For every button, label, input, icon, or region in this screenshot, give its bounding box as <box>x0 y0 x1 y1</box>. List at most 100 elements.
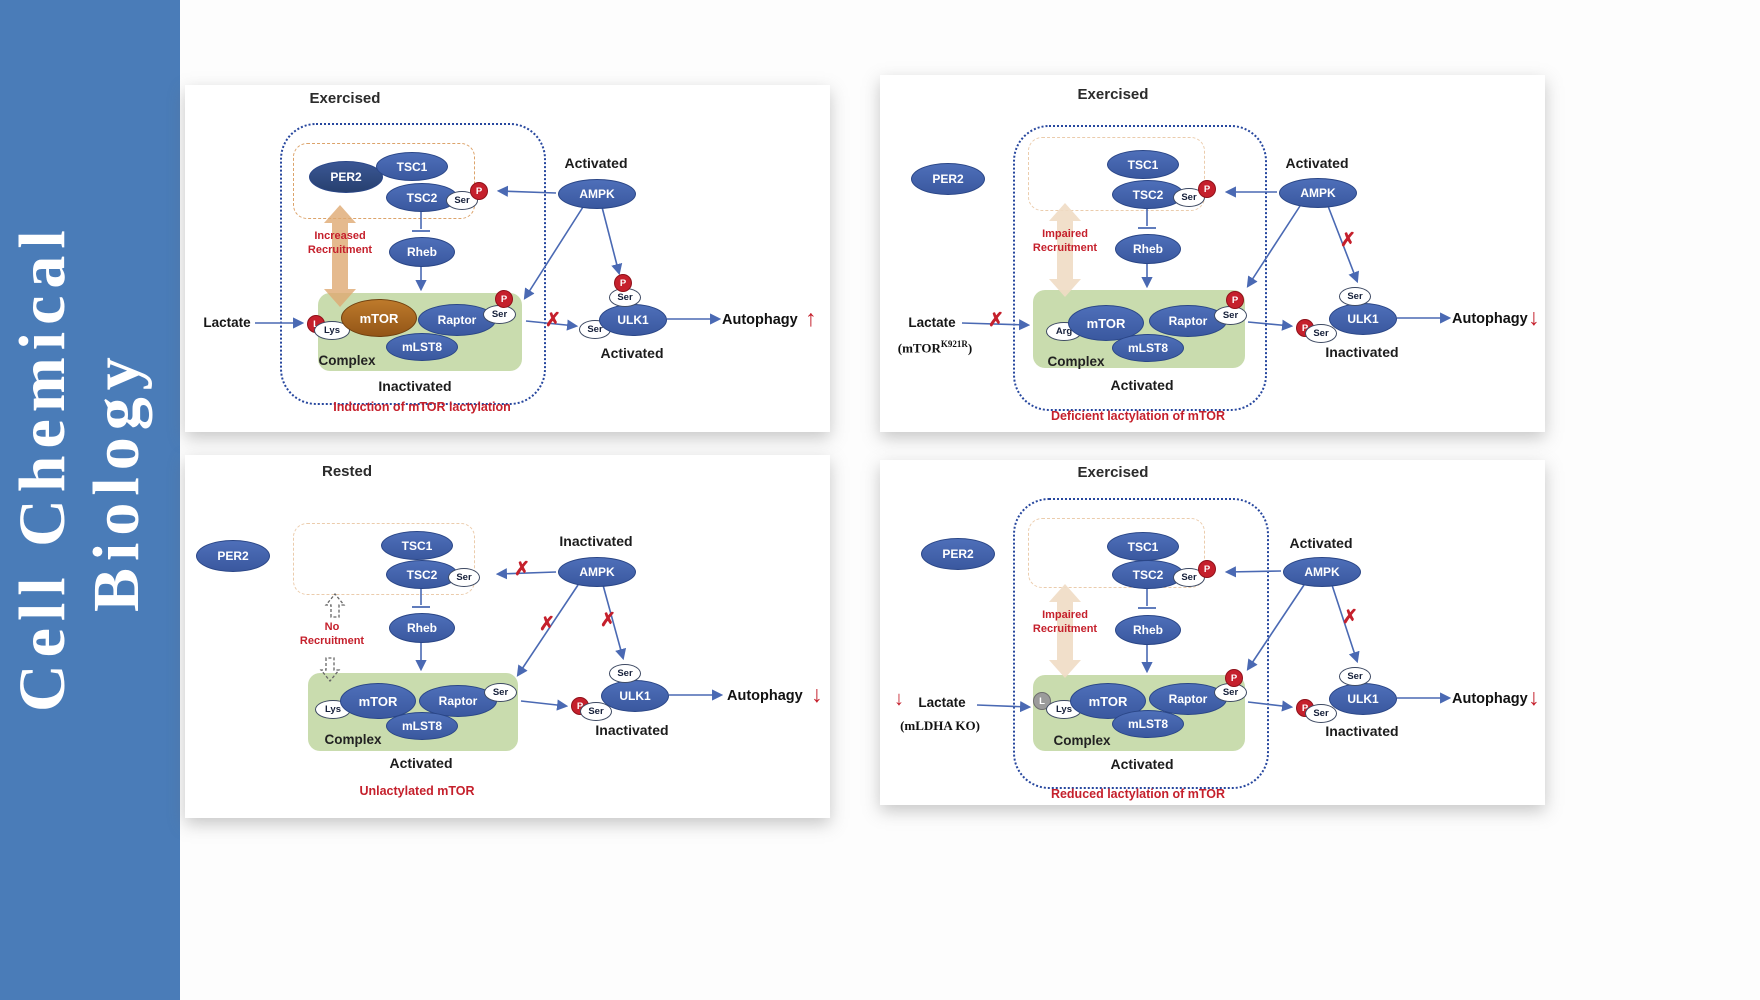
complex-state-label: Activated <box>1110 377 1174 393</box>
journal-title-line2: Biology <box>80 350 153 612</box>
blocked-cross-icon: ✗ <box>600 610 616 631</box>
ampk-node: AMPK <box>1283 557 1361 587</box>
ulk1-node: ULK1 <box>1329 683 1397 715</box>
ampk-state-label: Activated <box>1289 535 1353 551</box>
complex-state-label: Activated <box>389 755 453 771</box>
raptor-phospho-badge: P <box>1225 669 1243 687</box>
mtor-node: mTOR <box>340 683 416 719</box>
per2-node: PER2 <box>196 540 270 572</box>
recruitment-line1: Impaired <box>1042 228 1088 240</box>
autophagy-label: Autophagy <box>1452 691 1528 707</box>
tsc2-node: TSC2 <box>386 560 458 589</box>
blocked-cross-icon: ✗ <box>539 614 555 635</box>
ampk-node: AMPK <box>1279 178 1357 208</box>
complex-state-label: Inactivated <box>378 378 452 394</box>
complex-label: Complex <box>1053 733 1111 748</box>
rheb-node: Rheb <box>1115 234 1181 264</box>
raptor-phospho-badge: P <box>495 290 513 308</box>
per2-node: PER2 <box>911 163 985 195</box>
raptor-ser-site: Ser <box>483 305 516 324</box>
ulk1-node: ULK1 <box>599 304 667 336</box>
recruitment-line1: No <box>324 621 340 633</box>
journal-title-line1: Cell Chemical <box>6 223 79 712</box>
blocked-cross-icon: ✗ <box>1342 607 1358 628</box>
ulk1-ser-site-left: Ser <box>1305 324 1337 343</box>
autophagy-down-icon: ↓ <box>1528 304 1540 330</box>
rheb-node: Rheb <box>1115 615 1181 645</box>
rheb-node: Rheb <box>389 613 455 643</box>
panel-exercised-k921r: Exercised PER2 TSC1 TSC2 Ser P Activated… <box>880 75 1545 432</box>
mutation-prefix: (mTOR <box>897 340 941 356</box>
ulk1-phospho-badge: P <box>614 274 632 292</box>
complex-label: Complex <box>318 353 376 368</box>
panel-caption: Induction of mTOR lactylation <box>333 400 511 414</box>
tsc1-node: TSC1 <box>1107 150 1179 179</box>
panel-caption: Unlactylated mTOR <box>359 784 475 798</box>
lactate-down-icon: ↓ <box>894 688 904 710</box>
ulk1-ser-site-left: Ser <box>1305 704 1337 723</box>
ampk-state-label: Inactivated <box>559 533 633 549</box>
recruitment-line2: Recruitment <box>1032 241 1098 254</box>
autophagy-label: Autophagy <box>1452 311 1528 327</box>
autophagy-up-icon: ↑ <box>805 305 817 331</box>
tsc2-ser-site: Ser <box>448 568 480 587</box>
panel-title: Exercised <box>1077 464 1149 481</box>
per2-node: PER2 <box>921 538 995 570</box>
ulk1-state-label: Inactivated <box>1325 344 1399 360</box>
recruitment-label: Impaired Recruitment <box>1015 609 1115 637</box>
mutation-label: (mLDHA KO) <box>900 718 980 733</box>
per2-recruitment-zone <box>293 143 475 219</box>
no-recruitment-up-arrow <box>324 592 346 618</box>
ampk-state-label: Activated <box>1285 155 1349 171</box>
autophagy-down-icon: ↓ <box>811 681 823 707</box>
tsc2-ser-site: Ser <box>1173 188 1205 207</box>
panel-title: Exercised <box>1077 86 1149 103</box>
mutation-suffix: ) <box>967 340 973 356</box>
blocked-cross-icon: ✗ <box>545 310 561 331</box>
mlst8-node: mLST8 <box>1112 334 1184 362</box>
recruitment-line2: Recruitment <box>1032 622 1098 635</box>
raptor-phospho-badge: P <box>1226 291 1244 309</box>
tsc2-phospho-badge: P <box>470 182 488 200</box>
ulk1-ser-site-top: Ser <box>609 664 641 683</box>
complex-label: Complex <box>1047 354 1105 369</box>
ulk1-node: ULK1 <box>1329 303 1397 335</box>
panel-caption: Reduced lactylation of mTOR <box>1050 787 1226 801</box>
raptor-ser-site: Ser <box>484 683 517 702</box>
tsc1-node: TSC1 <box>381 531 453 560</box>
autophagy-label: Autophagy <box>727 688 803 704</box>
panel-exercised-mldha-ko: Exercised PER2 TSC1 TSC2 Ser P Activated… <box>880 460 1545 805</box>
tsc2-phospho-badge: P <box>1198 180 1216 198</box>
panel-rested-unlactylated: Rested PER2 TSC1 TSC2 Ser ✗ Inactivated … <box>185 455 830 818</box>
complex-label: Complex <box>324 732 382 747</box>
rheb-node: Rheb <box>389 237 455 267</box>
per2-recruitment-zone <box>1028 518 1205 588</box>
ulk1-state-label: Activated <box>600 345 664 361</box>
per2-recruitment-zone <box>293 523 475 595</box>
mlst8-node: mLST8 <box>386 712 458 740</box>
lactate-label: Lactate <box>203 315 251 330</box>
per2-node: PER2 <box>309 161 383 193</box>
tsc2-node: TSC2 <box>1112 560 1184 589</box>
lactate-label: Lactate <box>918 695 966 710</box>
ulk1-ser-site-top: Ser <box>1339 667 1371 686</box>
lactate-label: Lactate <box>908 315 956 330</box>
recruitment-line1: Impaired <box>1042 609 1088 621</box>
autophagy-down-icon: ↓ <box>1528 684 1540 710</box>
mlst8-node: mLST8 <box>1112 710 1184 738</box>
blocked-cross-icon: ✗ <box>988 310 1004 331</box>
raptor-node: Raptor <box>418 304 496 336</box>
recruitment-line2: Recruitment <box>299 634 365 647</box>
panel-title: Exercised <box>309 90 381 107</box>
ulk1-ser-site-left: Ser <box>580 702 612 721</box>
blocked-cross-icon: ✗ <box>514 559 530 580</box>
ulk1-state-label: Inactivated <box>1325 723 1399 739</box>
raptor-ser-site: Ser <box>1214 306 1247 325</box>
tsc1-node: TSC1 <box>376 152 448 181</box>
per2-recruitment-zone <box>1028 137 1205 211</box>
ulk1-node: ULK1 <box>601 680 669 712</box>
ampk-to-ulk1-arrow <box>601 206 623 276</box>
panel-caption: Deficient lactylation of mTOR <box>1050 409 1226 423</box>
tsc2-ser-site: Ser <box>446 191 478 210</box>
